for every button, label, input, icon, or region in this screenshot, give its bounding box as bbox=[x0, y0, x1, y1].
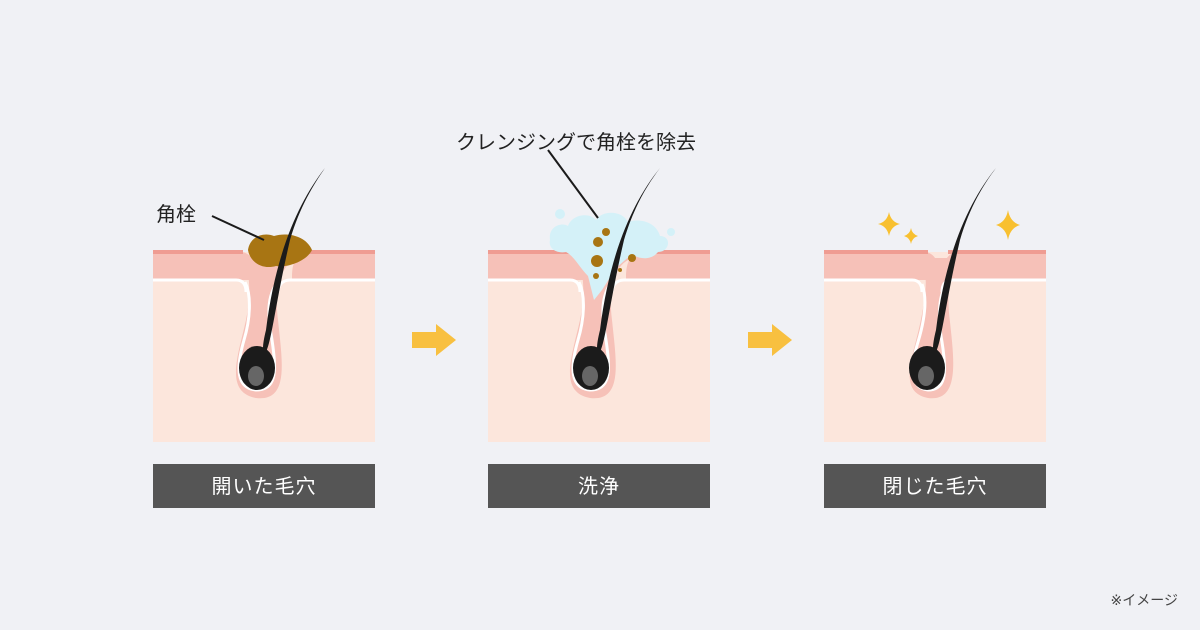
panel-closed-pore bbox=[824, 168, 1046, 442]
cleansing-leader-line bbox=[547, 149, 599, 219]
panel-label-open-pore: 開いた毛穴 bbox=[153, 464, 375, 508]
arrow-right-icon bbox=[412, 324, 456, 356]
panel-open-pore bbox=[153, 168, 375, 442]
plug-callout: 角栓 bbox=[156, 202, 196, 226]
sparkle-icon bbox=[878, 210, 1020, 244]
image-note: ※イメージ bbox=[1110, 593, 1178, 609]
panel-label-cleansing: 洗浄 bbox=[488, 464, 710, 508]
foam-bubble-icon bbox=[549, 209, 675, 300]
panel-label-closed-pore: 閉じた毛穴 bbox=[824, 464, 1046, 508]
plug-blob bbox=[248, 234, 312, 268]
arrow-right-icon bbox=[748, 324, 792, 356]
cleansing-callout: クレンジングで角栓を除去 bbox=[456, 130, 696, 154]
hair bbox=[263, 168, 325, 353]
hair bbox=[597, 168, 660, 353]
hair bbox=[933, 168, 996, 353]
plug-leader-line bbox=[211, 215, 265, 241]
panel-cleansing bbox=[488, 149, 710, 442]
